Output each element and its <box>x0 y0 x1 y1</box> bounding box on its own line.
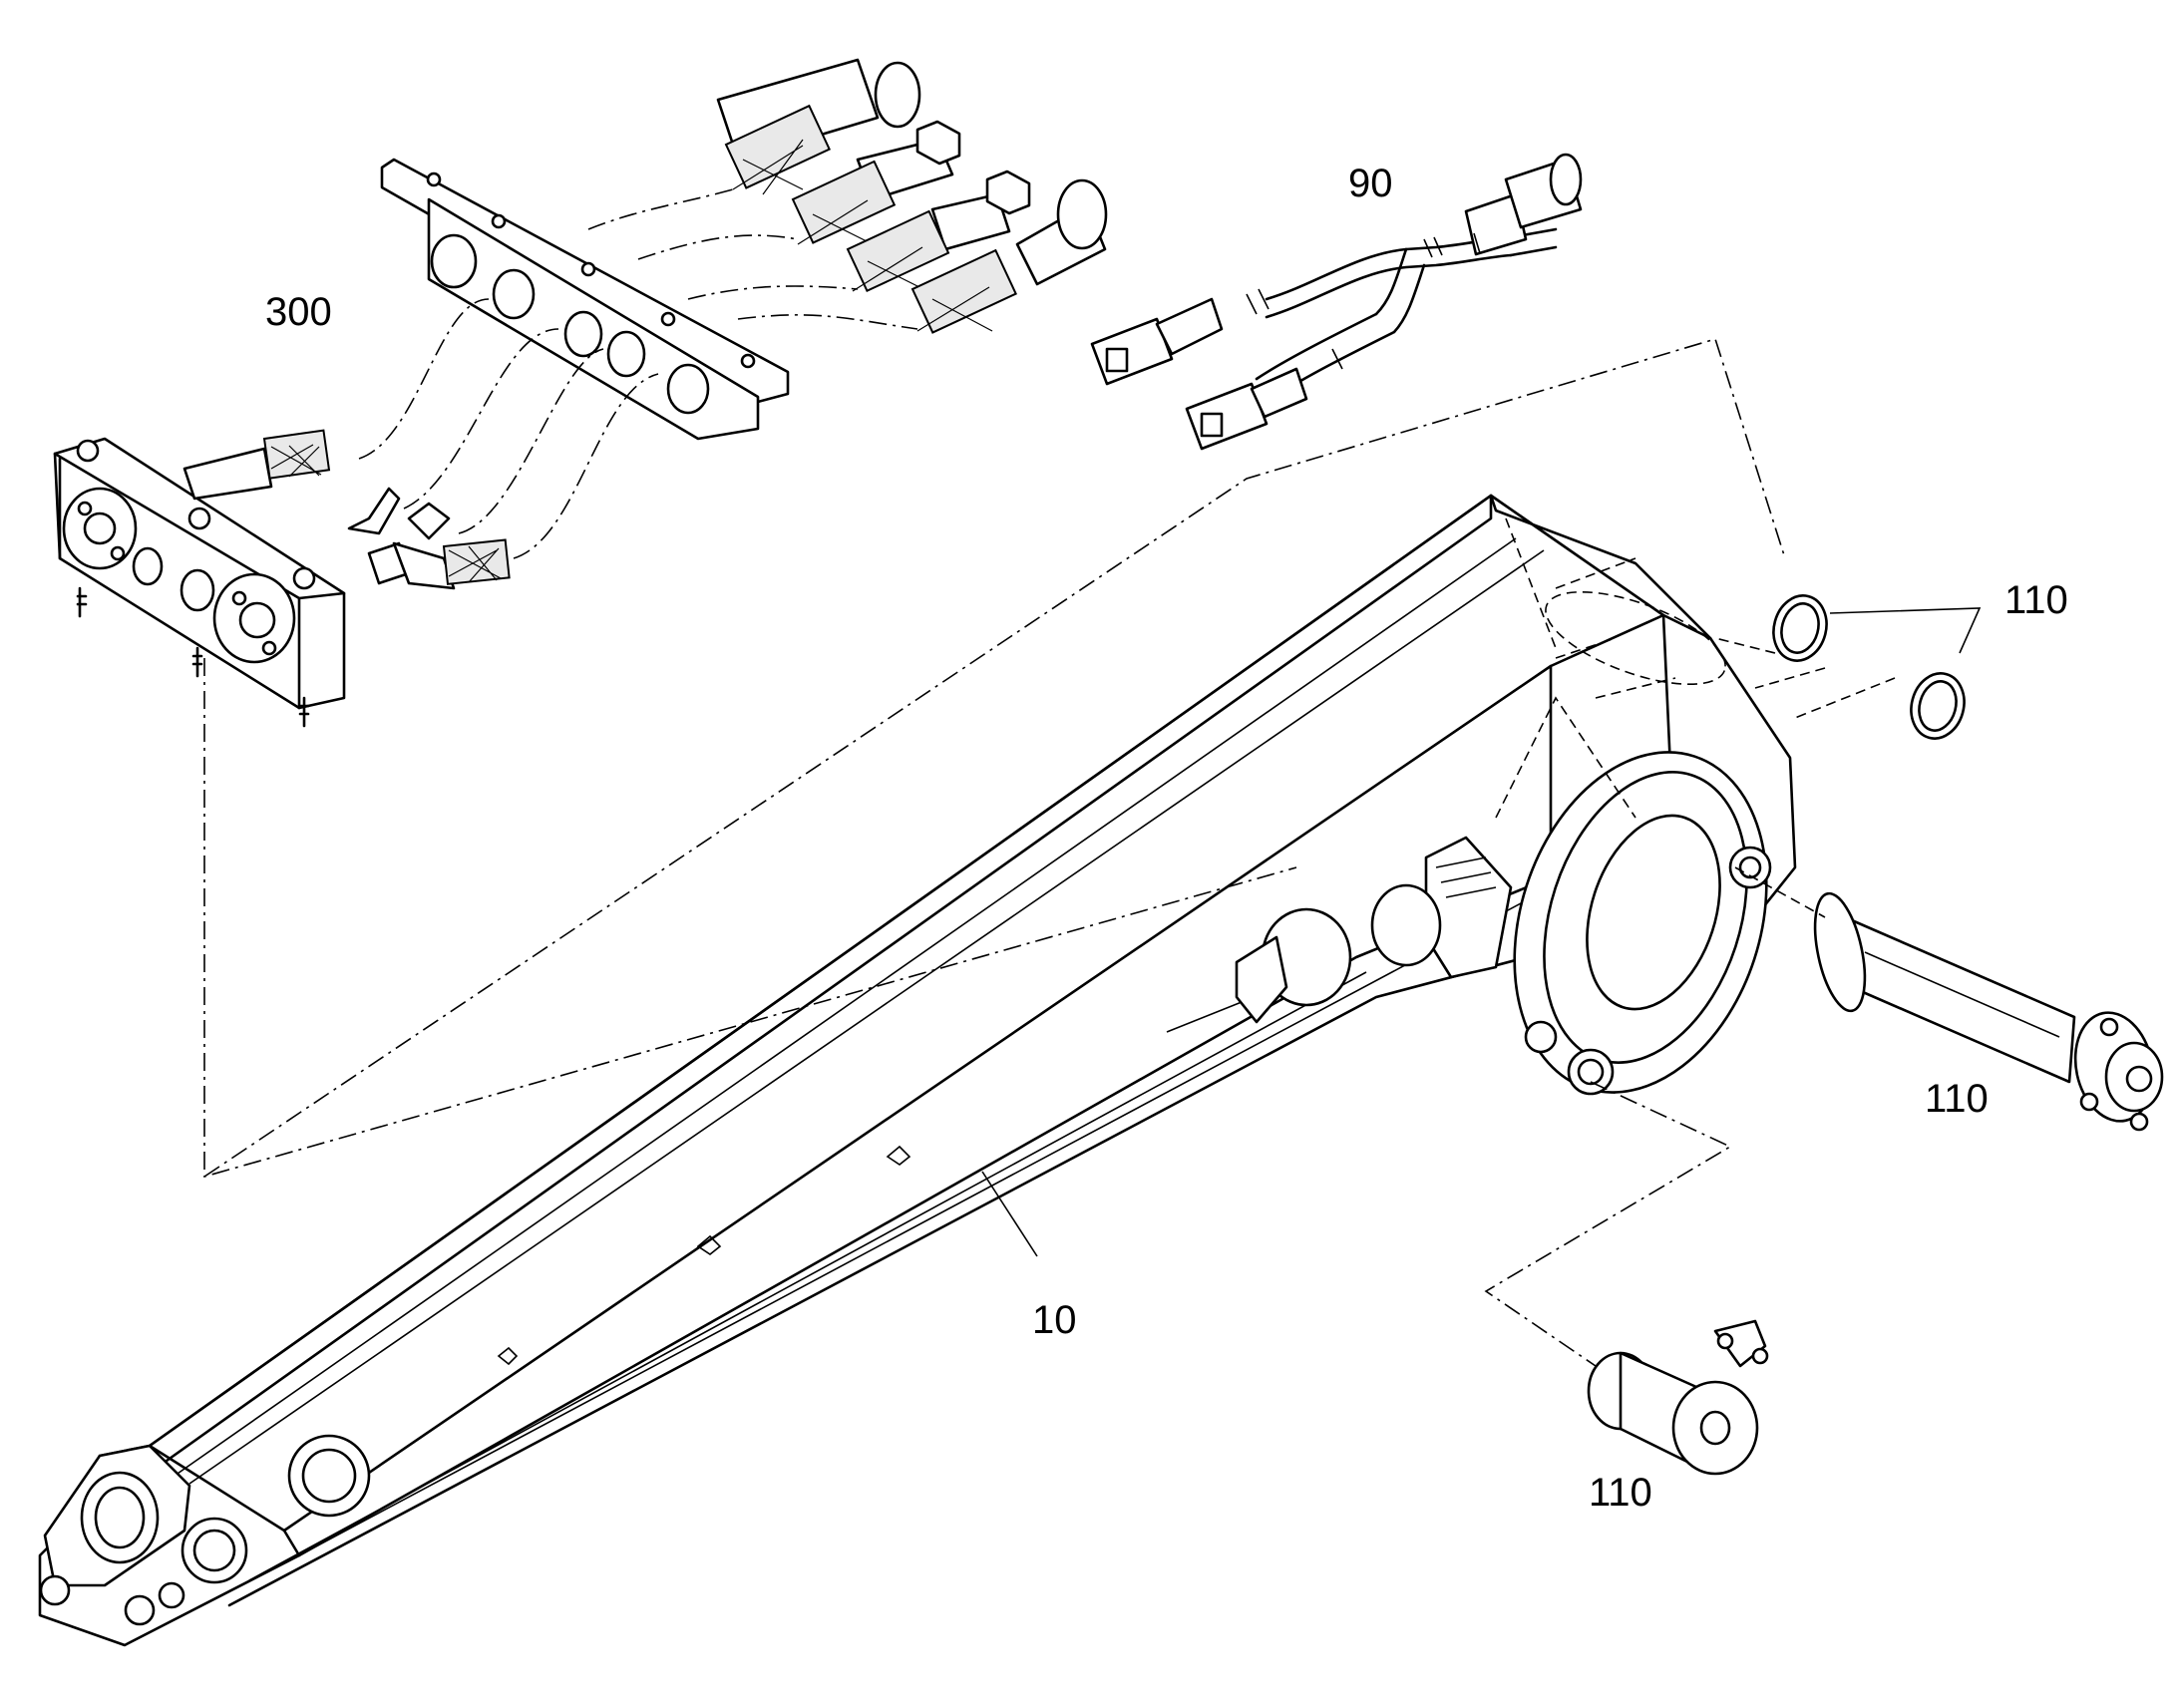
seal-rings <box>1714 594 1966 740</box>
pin-bottom <box>1484 1081 1769 1476</box>
clamp-bar <box>380 158 790 441</box>
boom-arm <box>38 494 1797 1647</box>
callout-110-pin-bottom: 110 <box>1589 1471 1652 1515</box>
manifold-flange-right <box>212 572 296 664</box>
hose-fitting-3 <box>846 170 1031 293</box>
leader-line-110-top <box>1829 607 1982 654</box>
pin-right <box>1734 866 2164 1132</box>
callout-110-pin-right: 110 <box>1925 1077 1989 1121</box>
hose-fitting-1 <box>716 58 921 195</box>
hose-fitting-4 <box>910 178 1108 334</box>
manifold-flange-left <box>62 487 138 570</box>
callout-90: 90 <box>1348 162 1393 205</box>
callout-300: 300 <box>265 290 332 334</box>
callout-10: 10 <box>1032 1298 1077 1342</box>
hose-fitting-2 <box>791 120 961 245</box>
assembly-envelope-line <box>203 338 1786 1179</box>
block-assembly <box>53 58 1108 728</box>
callout-110-rings: 110 <box>2004 578 2068 622</box>
leader-line-10 <box>981 1171 1038 1257</box>
hose-stubs <box>182 429 511 590</box>
cable-harness <box>1090 153 1583 451</box>
